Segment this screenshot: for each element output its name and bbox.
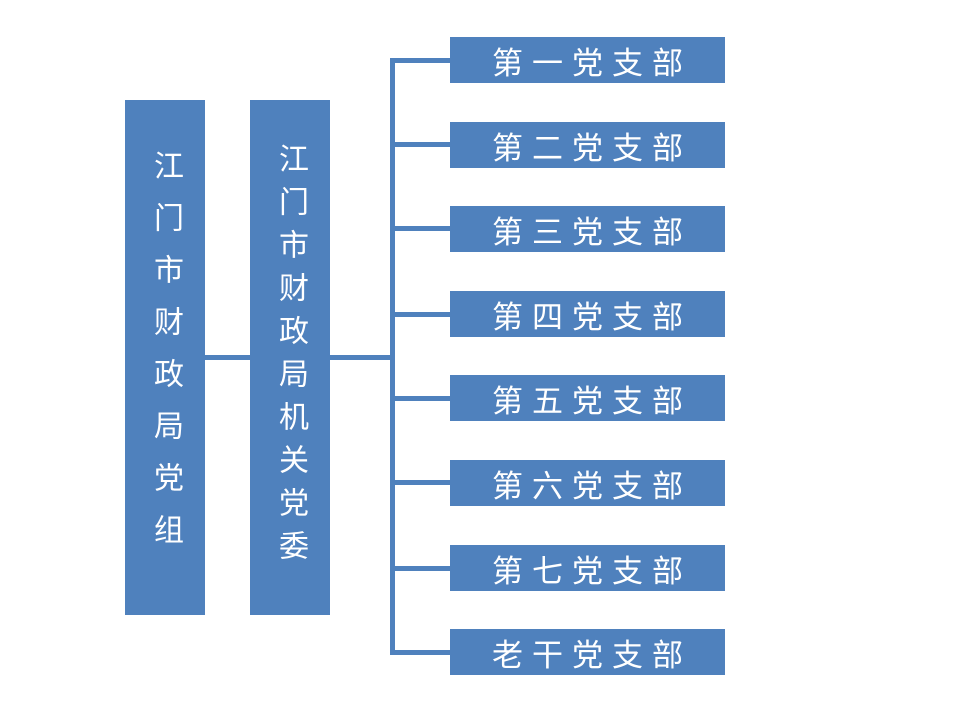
connector-branch-7	[390, 566, 450, 571]
node-party-group-label: 江门市财政局党组	[148, 149, 183, 566]
branch-node-4: 第四党支部	[450, 291, 725, 337]
node-party-group: 江门市财政局党组	[125, 100, 205, 615]
branch-node-8: 老干党支部	[450, 629, 725, 675]
connector-branch-5	[390, 396, 450, 401]
connector-spine	[390, 58, 395, 653]
branch-node-2: 第二党支部	[450, 122, 725, 168]
branch-node-3: 第三党支部	[450, 206, 725, 252]
connector-branch-2	[390, 142, 450, 147]
node-organ-party-committee-label: 江门市财政局机关党委	[273, 142, 308, 573]
branch-node-1: 第一党支部	[450, 37, 725, 83]
branch-node-7: 第七党支部	[450, 545, 725, 591]
node-organ-party-committee: 江门市财政局机关党委	[250, 100, 330, 615]
connector-branch-8	[390, 650, 450, 655]
branch-node-6: 第六党支部	[450, 460, 725, 506]
connector-branch-3	[390, 226, 450, 231]
connector-committee-to-spine	[330, 355, 393, 360]
connector-root-to-committee	[205, 355, 250, 360]
connector-branch-4	[390, 312, 450, 317]
connector-branch-6	[390, 480, 450, 485]
branch-node-5: 第五党支部	[450, 375, 725, 421]
connector-branch-1	[390, 58, 450, 63]
